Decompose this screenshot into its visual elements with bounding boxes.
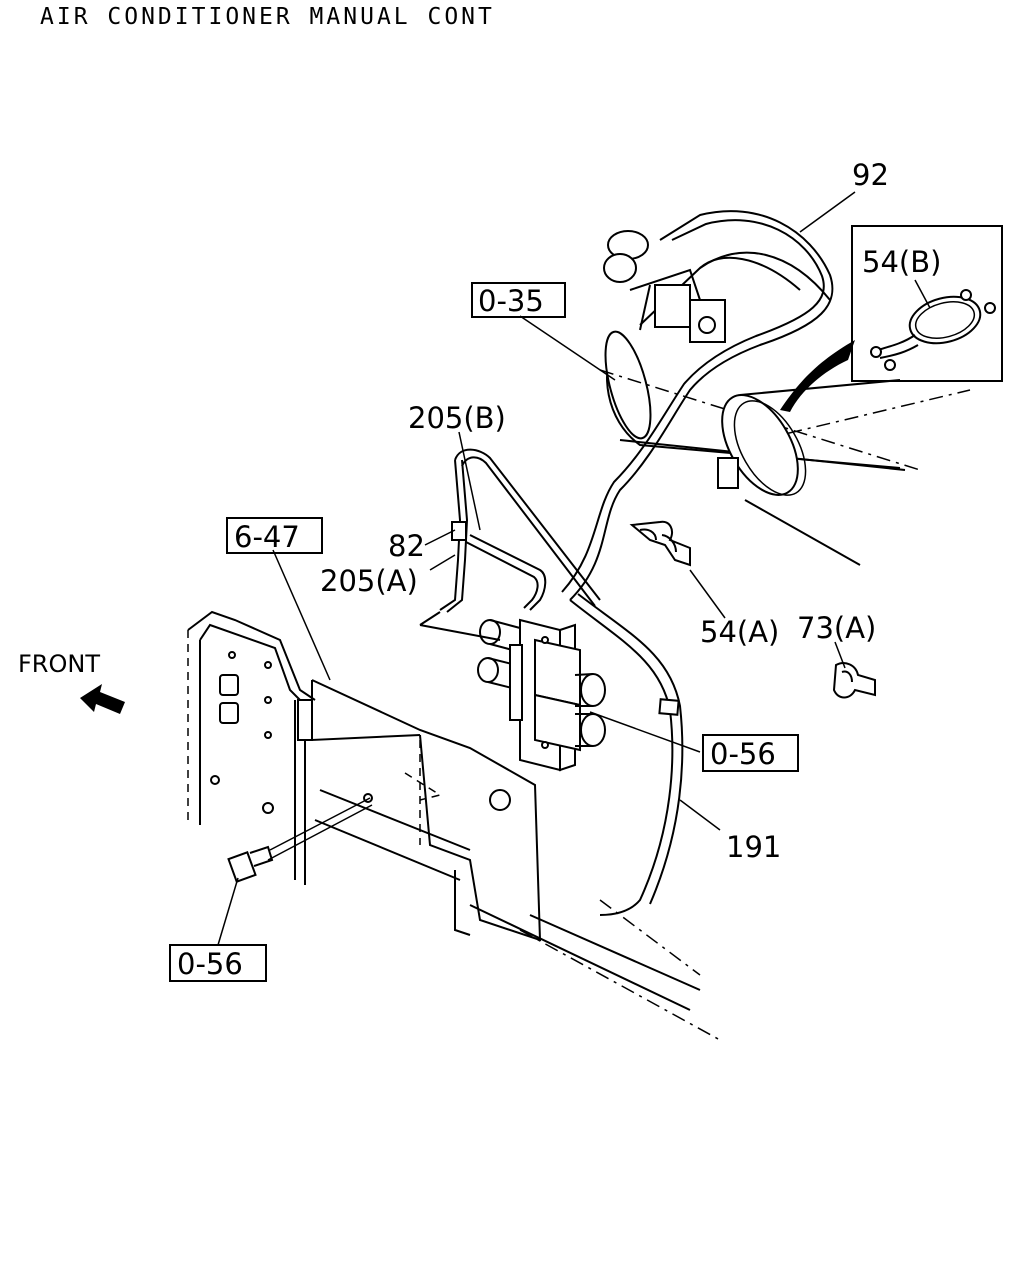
diagram-title: AIR CONDITIONER MANUAL CONT [40, 4, 495, 30]
label-0-35: 0-35 [478, 284, 544, 318]
label-82: 82 [388, 529, 425, 563]
label-191: 191 [726, 830, 781, 864]
ref-box-0-35 [471, 282, 566, 318]
ref-box-6-47 [226, 517, 323, 554]
label-92: 92 [852, 158, 889, 192]
bracket-panel [187, 610, 721, 1041]
bolt-icon [227, 845, 274, 883]
clip-54b-icon [870, 289, 996, 371]
ref-box-0-56-right [702, 734, 799, 772]
label-73a: 73(A) [797, 611, 876, 645]
cable-92 [569, 210, 834, 601]
tube-191 [569, 599, 674, 916]
label-54a: 54(A) [700, 615, 779, 649]
clip-54a-icon [629, 520, 691, 567]
leader-lines [217, 191, 931, 946]
label-205a: 205(A) [320, 564, 418, 598]
front-arrow-icon [80, 684, 125, 714]
ref-box-0-56-left [169, 944, 267, 982]
tubes-205 [419, 448, 601, 641]
inset-box-54b [851, 225, 1003, 382]
label-front: FRONT [18, 650, 100, 678]
clip-73a-icon [832, 662, 876, 699]
label-0-56-right: 0-56 [710, 737, 776, 771]
valve-assembly [477, 618, 606, 772]
label-0-56-left: 0-56 [177, 947, 243, 981]
label-205b: 205(B) [408, 401, 506, 435]
main-duct [599, 230, 971, 566]
label-6-47: 6-47 [234, 520, 300, 554]
label-54b: 54(B) [862, 245, 941, 279]
